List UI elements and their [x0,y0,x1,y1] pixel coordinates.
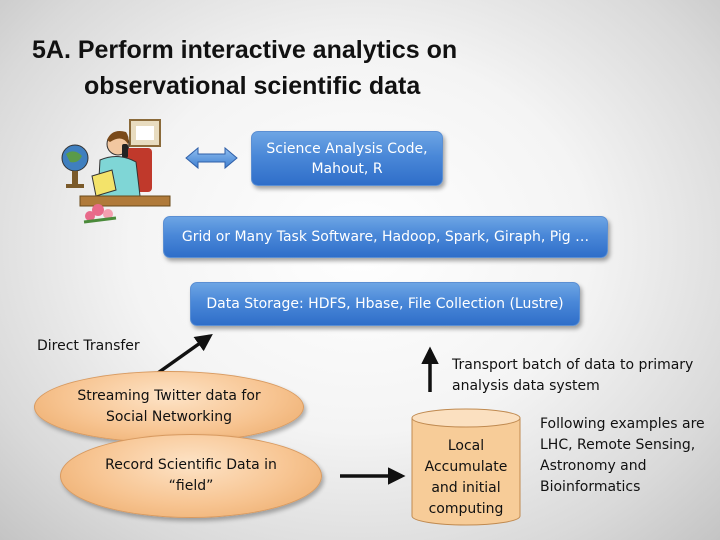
direct-transfer-label: Direct Transfer [37,338,140,354]
double-arrow-icon [185,146,238,170]
examples-label: Following examples are LHC, Remote Sensi… [540,416,705,495]
grid-software-box: Grid or Many Task Software, Hadoop, Spar… [163,216,608,258]
twitter-stream-text: Streaming Twitter data for Social Networ… [77,388,261,425]
science-analysis-box: Science Analysis Code, Mahout, R [251,131,443,186]
local-accumulate-text: Local Accumulate and initial computing [424,438,508,517]
title-line-1: 5A. Perform interactive analytics on [32,36,458,64]
scientist-at-desk-icon [61,119,171,224]
field-data-ellipse: Record Scientific Data in “field” [60,434,322,518]
twitter-stream-ellipse: Streaming Twitter data for Social Networ… [34,371,304,443]
direct-transfer-arrow [153,333,213,377]
title-line-2: observational scientific data [84,72,421,100]
field-data-text: Record Scientific Data in “field” [105,457,277,494]
slide-title: 5A. Perform interactive analytics on obs… [32,32,672,104]
data-storage-box: Data Storage: HDFS, Hbase, File Collecti… [190,282,580,326]
cylinder-shape [411,408,521,526]
transport-label: Transport batch of data to primary analy… [452,357,694,394]
